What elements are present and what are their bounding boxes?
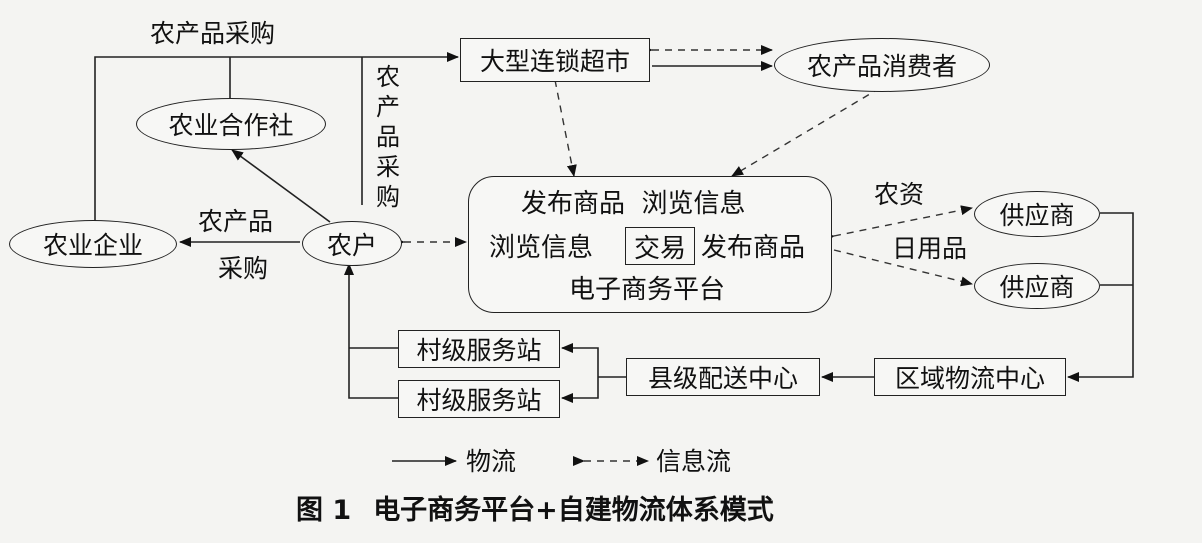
platform-line2-left: 浏览信息 <box>489 233 594 263</box>
legend-info-label: 信息流 <box>656 447 732 476</box>
figure-title: 电子商务平台+自建物流体系模式 <box>373 495 774 526</box>
county-to-station2-arrow <box>561 377 599 403</box>
coop-node: 农业合作社 <box>136 98 326 150</box>
consumer-node: 农产品消费者 <box>774 38 990 92</box>
supermarket-platform-info-line <box>547 68 577 177</box>
ecommerce-platform: 发布商品 浏览信息 浏览信息 交易 发布商品 电子商务平台 <box>468 176 832 313</box>
enterprise-to-supermarket-line <box>94 52 459 222</box>
platform-supplier2-info-line <box>833 249 973 287</box>
enterprise-node: 农业企业 <box>9 220 177 268</box>
supermarket-node: 大型连锁超市 <box>460 38 650 82</box>
village-station2-node: 村级服务站 <box>398 380 560 418</box>
platform-title: 电子商务平台 <box>569 275 726 305</box>
top-purchase-label: 农产品采购 <box>150 19 276 48</box>
county-to-station1-arrow <box>561 343 599 377</box>
legend-logistics-label: 物流 <box>466 447 517 476</box>
village-station1-node: 村级服务站 <box>398 330 560 368</box>
farm-inputs-label: 农资 <box>874 180 925 209</box>
daily-goods-label: 日用品 <box>892 234 968 263</box>
supplier1-node: 供应商 <box>974 191 1100 237</box>
figure-number: 图 1 <box>296 495 352 526</box>
county-center-node: 县级配送中心 <box>626 358 820 396</box>
station2-to-farmer-arrow <box>344 263 398 399</box>
farmer-node: 农户 <box>302 221 402 266</box>
regional-center-node: 区域物流中心 <box>874 358 1066 396</box>
platform-line2-right: 发布商品 <box>701 233 806 263</box>
platform-supplier1-info-line <box>822 205 973 244</box>
supplier2-node: 供应商 <box>974 263 1100 309</box>
farmer-enterprise-label-bottom: 采购 <box>218 254 269 283</box>
figure-caption: 图 1 电子商务平台+自建物流体系模式 <box>296 488 774 527</box>
consumer-platform-info-line <box>731 78 893 177</box>
trade-box: 交易 <box>625 227 695 265</box>
platform-line1: 发布商品 浏览信息 <box>521 189 746 219</box>
farmer-enterprise-label-top: 农产品 <box>198 207 274 236</box>
supplier-to-regional-line <box>1067 212 1134 382</box>
vertical-purchase-label: 农产品采购 <box>376 63 400 211</box>
farmer-to-coop-arrow <box>231 149 331 223</box>
